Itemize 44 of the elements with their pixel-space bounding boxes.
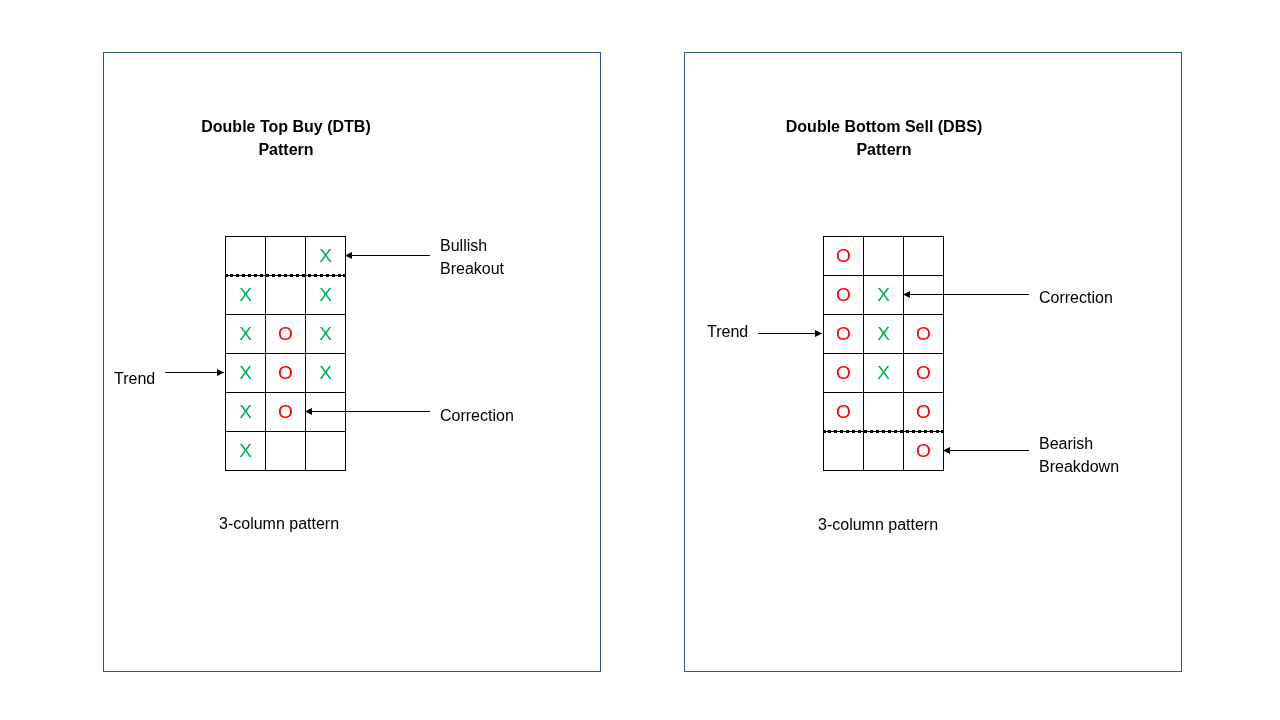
grid-cell: O [823,392,863,431]
grid-cell: O [903,353,943,392]
grid-cell: X [225,353,265,392]
pattern-caption: 3-column pattern [219,515,340,533]
grid-cell: O [903,314,943,353]
grid-cell: X [305,314,345,353]
grid-cell: X [863,314,903,353]
grid-cell: X [305,275,345,314]
grid-cell: O [823,275,863,314]
chart-panel [684,52,1182,672]
grid-cell: O [823,353,863,392]
grid-cell: X [225,392,265,431]
arrow [304,408,431,415]
grid-cell: O [265,353,305,392]
grid-cell: O [265,314,305,353]
annotation-text: Bearish Breakdown [1039,432,1134,478]
arrow [164,369,225,376]
arrow [344,252,431,259]
chart-panel [103,52,601,672]
grid-cell: X [305,353,345,392]
grid-cell: X [863,275,903,314]
point-figure-grid [225,236,346,471]
grid-cell: X [225,431,265,470]
grid-cell: O [903,392,943,431]
arrow [942,447,1030,454]
grid-cell: O [823,314,863,353]
pattern-title: Double Bottom Sell (DBS) Pattern [784,117,984,160]
grid-cell: O [265,392,305,431]
annotation-text: Correction [440,404,535,427]
point-figure-grid [823,236,944,471]
grid-cell: X [225,314,265,353]
grid-cell: X [225,275,265,314]
annotation-text: Bullish Breakout [440,234,535,280]
grid-cell: O [903,431,943,470]
pattern-caption: 3-column pattern [818,516,939,534]
pattern-title: Double Top Buy (DTB) Pattern [200,117,372,160]
annotation-text: Correction [1039,286,1134,309]
annotation-text: Trend [114,367,209,390]
grid-cell: X [305,236,345,275]
grid-cell: X [863,353,903,392]
annotation-text: Trend [707,320,802,343]
grid-cell: O [823,236,863,275]
arrow [902,291,1030,298]
arrow [757,330,823,337]
